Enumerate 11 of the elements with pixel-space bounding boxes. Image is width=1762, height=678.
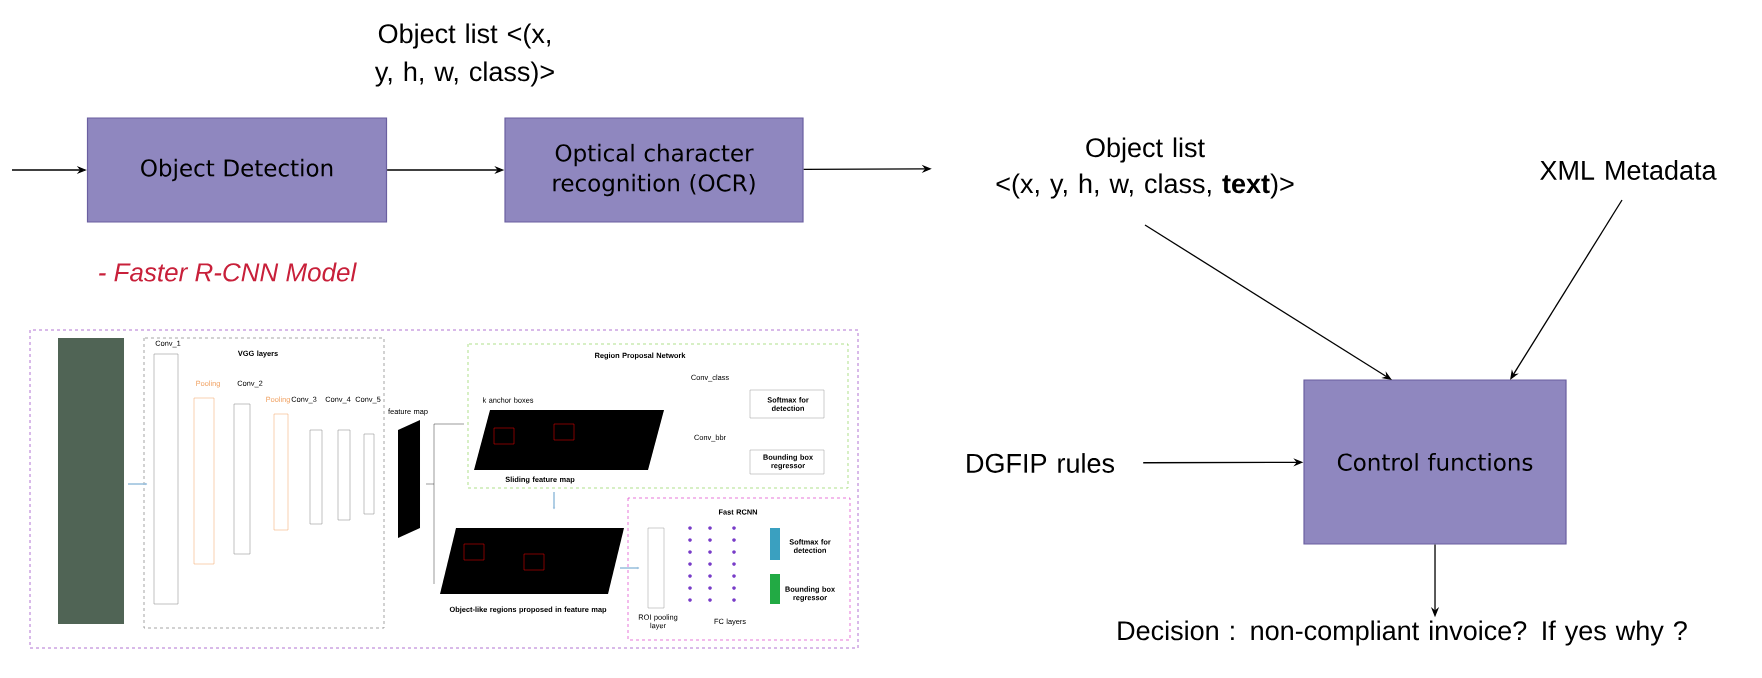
text-label: Object list <(x, y, h, w, class, text)> [996,137,1294,199]
process-box: Object Detection [86,117,388,223]
text-label: XML Metadata [1540,160,1717,180]
method-note: - Faster R-CNN Model [99,262,357,282]
arrow [1510,199,1623,380]
process-box: Control functions [1303,379,1567,545]
edge-label: Object list <(x, y, h, w, class)> [374,23,554,87]
text-label: DGFIP rules [967,453,1115,473]
arrow [1144,224,1392,380]
process-box: Optical character recognition (OCR) [504,117,804,223]
text-label: Decision : non-compliant invoice? If yes why ? [1118,620,1687,646]
